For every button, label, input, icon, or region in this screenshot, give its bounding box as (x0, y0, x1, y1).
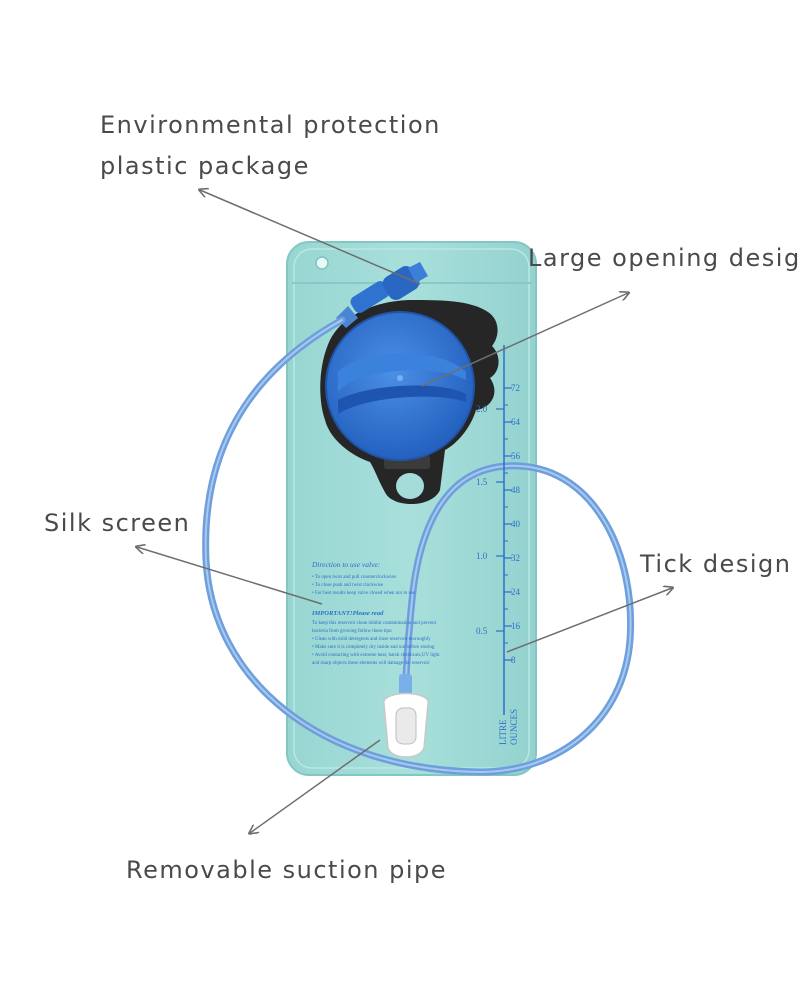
callout-line: plastic package (100, 152, 310, 180)
large-opening-cap (325, 311, 475, 461)
important-line: • Avoid contacting with extreme heat, ha… (312, 653, 440, 658)
ounce-tick-label: 72 (511, 383, 520, 393)
ounce-tick-label: 64 (511, 417, 521, 427)
ounce-tick-label: 16 (511, 621, 521, 631)
ounce-tick-label: 48 (511, 485, 521, 495)
arrow-silk-screen (137, 547, 323, 605)
litre-label: LITRE (498, 719, 508, 745)
tick-scale: OUNCES LITRE 72 64 56 48 40 32 24 16 8 2.0 1.5 1.0 0… (476, 345, 521, 745)
arrow-removable-pipe (250, 739, 381, 833)
ounce-tick-label: 40 (511, 519, 521, 529)
litre-tick-label: 2.0 (476, 404, 488, 414)
direction-line: • For best results keep valve closed whe… (312, 591, 416, 596)
tube-fitting (383, 674, 429, 758)
important-line: • Clean with mild detergents and rinse r… (312, 637, 431, 642)
important-line: To keep this reservoir clean inhibit con… (312, 621, 437, 626)
silk-screen-print: Direction to use valve: • To open twist … (311, 560, 440, 666)
litre-tick-label: 1.0 (476, 551, 488, 561)
arrow-large-opening (421, 293, 628, 387)
arrow-tick-design (506, 588, 672, 653)
important-line: and sharp objects these elements will da… (312, 661, 430, 666)
callout-line: Environmental protection (100, 111, 441, 139)
important-line: • Make sure it is completely dry inside … (312, 645, 435, 650)
direction-title: Direction to use valve: (311, 560, 380, 569)
direction-line: • To open twist and pull counterclockwis… (312, 575, 397, 580)
arrow-environmental (200, 190, 421, 285)
ounce-tick-label: 32 (511, 553, 520, 563)
callout-removable-pipe: Removable suction pipe (126, 856, 448, 884)
callout-large-opening: Large opening design (528, 244, 800, 272)
litre-tick-label: 0.5 (476, 626, 488, 636)
callout-tick-design: Tick design (640, 550, 792, 578)
ounce-tick-label: 24 (511, 587, 521, 597)
important-line: bacteria from growing follow these tips: (312, 629, 392, 634)
bite-valve (336, 262, 428, 328)
direction-line: • To close push and twist clockwise (312, 583, 384, 588)
ounce-tick-label: 56 (511, 451, 521, 461)
litre-tick-label: 1.5 (476, 477, 488, 487)
important-title: IMPORTANT!Please read (311, 610, 384, 617)
hang-hole (315, 256, 329, 270)
ounce-tick-label: 8 (511, 655, 516, 665)
ounces-label: OUNCES (509, 709, 519, 745)
callout-silk-screen: Silk screen (44, 509, 191, 537)
callout-environmental-protection: Environmental protection plastic package (100, 105, 441, 187)
